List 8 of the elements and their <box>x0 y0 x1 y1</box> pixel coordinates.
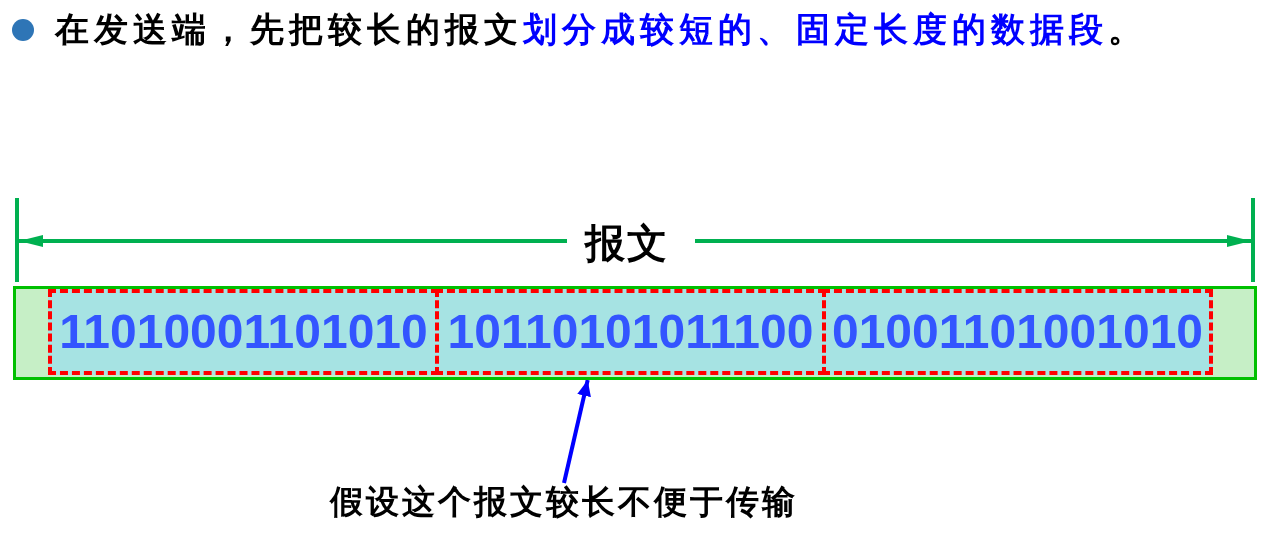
bit-string: 11010001101010 <box>59 308 428 356</box>
annotation-text: 假设这个报文较长不便于传输 <box>330 483 798 521</box>
heading: 在发送端，先把较长的报文划分成较短的、固定长度的数据段。 <box>55 8 1147 51</box>
arrow <box>562 379 591 484</box>
bit-string: 10110101011100 <box>447 308 814 356</box>
message-bar <box>13 286 1257 380</box>
bit-string: 01001101001010 <box>831 308 1204 356</box>
dimension-label: 报文 <box>585 221 669 265</box>
